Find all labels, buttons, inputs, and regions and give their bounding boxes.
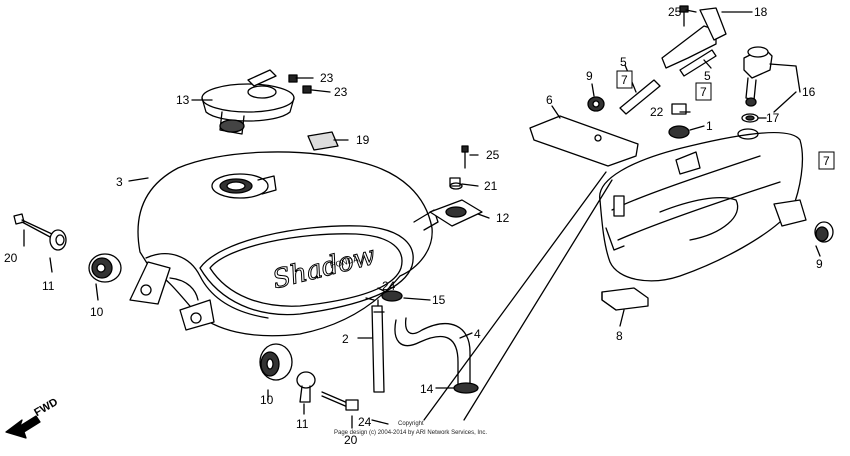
callout-10_bottom: 10 xyxy=(260,393,274,407)
rubber-block xyxy=(601,287,649,311)
boxed-ref-text: 7 xyxy=(621,73,628,87)
callout-5_b: 5 xyxy=(704,69,711,83)
left-mount-parts xyxy=(13,213,122,283)
boxed-ref-layer: 7 7 7 xyxy=(616,70,835,170)
callout-21: 21 xyxy=(484,179,498,193)
callout-6: 6 xyxy=(546,93,553,107)
fuel-lines xyxy=(365,290,479,425)
fwd-arrow-icon xyxy=(5,415,41,439)
callout-10_left: 10 xyxy=(90,305,104,319)
callout-17: 17 xyxy=(766,111,780,125)
boxed-ref-7_c: 7 xyxy=(818,151,835,170)
boxed-ref-7_a: 7 xyxy=(616,70,633,89)
callout-13: 13 xyxy=(176,93,190,107)
decal xyxy=(307,131,339,151)
callout-20_bottom: 20 xyxy=(344,433,358,447)
boxed-ref-text: 7 xyxy=(823,154,830,168)
callout-25_mid: 25 xyxy=(486,148,500,162)
fwd-label: FWD xyxy=(32,396,60,419)
cap-bolts xyxy=(288,74,312,94)
callout-16: 16 xyxy=(802,85,816,99)
callout-4: 4 xyxy=(474,327,481,341)
copyright-line-1: Copyright xyxy=(398,421,424,427)
leader-lines xyxy=(23,9,821,429)
callout-11_bottom: 11 xyxy=(296,417,309,431)
rear-bracket-parts xyxy=(529,5,773,167)
callout-8: 8 xyxy=(616,329,623,343)
boxed-ref-text: 7 xyxy=(700,85,707,99)
callout-11_left: 11 xyxy=(42,279,55,293)
callout-14: 14 xyxy=(420,382,434,396)
callout-9_right: 9 xyxy=(816,257,823,271)
bottom-mount-parts xyxy=(259,343,359,411)
callout-3: 3 xyxy=(116,175,123,189)
callout-1: 1 xyxy=(706,119,713,133)
sub-tank xyxy=(599,128,807,282)
callout-20_left: 20 xyxy=(4,251,18,265)
callout-22: 22 xyxy=(650,105,664,119)
petcock-mount xyxy=(429,145,483,227)
callout-23_a: 23 xyxy=(320,71,334,85)
callout-19: 19 xyxy=(356,133,370,147)
callout-24_bottom: 24 xyxy=(358,415,372,429)
callout-18: 18 xyxy=(754,5,768,19)
callout-24_top: 24 xyxy=(382,279,396,293)
copyright-line-2: Page design (c) 2004-2014 by ARI Network… xyxy=(334,430,487,436)
callout-25_top: 25 xyxy=(668,5,682,19)
callout-2: 2 xyxy=(342,332,349,346)
boxed-ref-7_b: 7 xyxy=(695,82,712,101)
callout-15: 15 xyxy=(432,293,446,307)
callout-5_a: 5 xyxy=(620,55,627,69)
fuel-cap xyxy=(201,69,295,135)
callout-23_b: 23 xyxy=(334,85,348,99)
callout-9_top: 9 xyxy=(586,69,593,83)
fuel-tank xyxy=(129,151,439,337)
callout-12: 12 xyxy=(496,211,510,225)
